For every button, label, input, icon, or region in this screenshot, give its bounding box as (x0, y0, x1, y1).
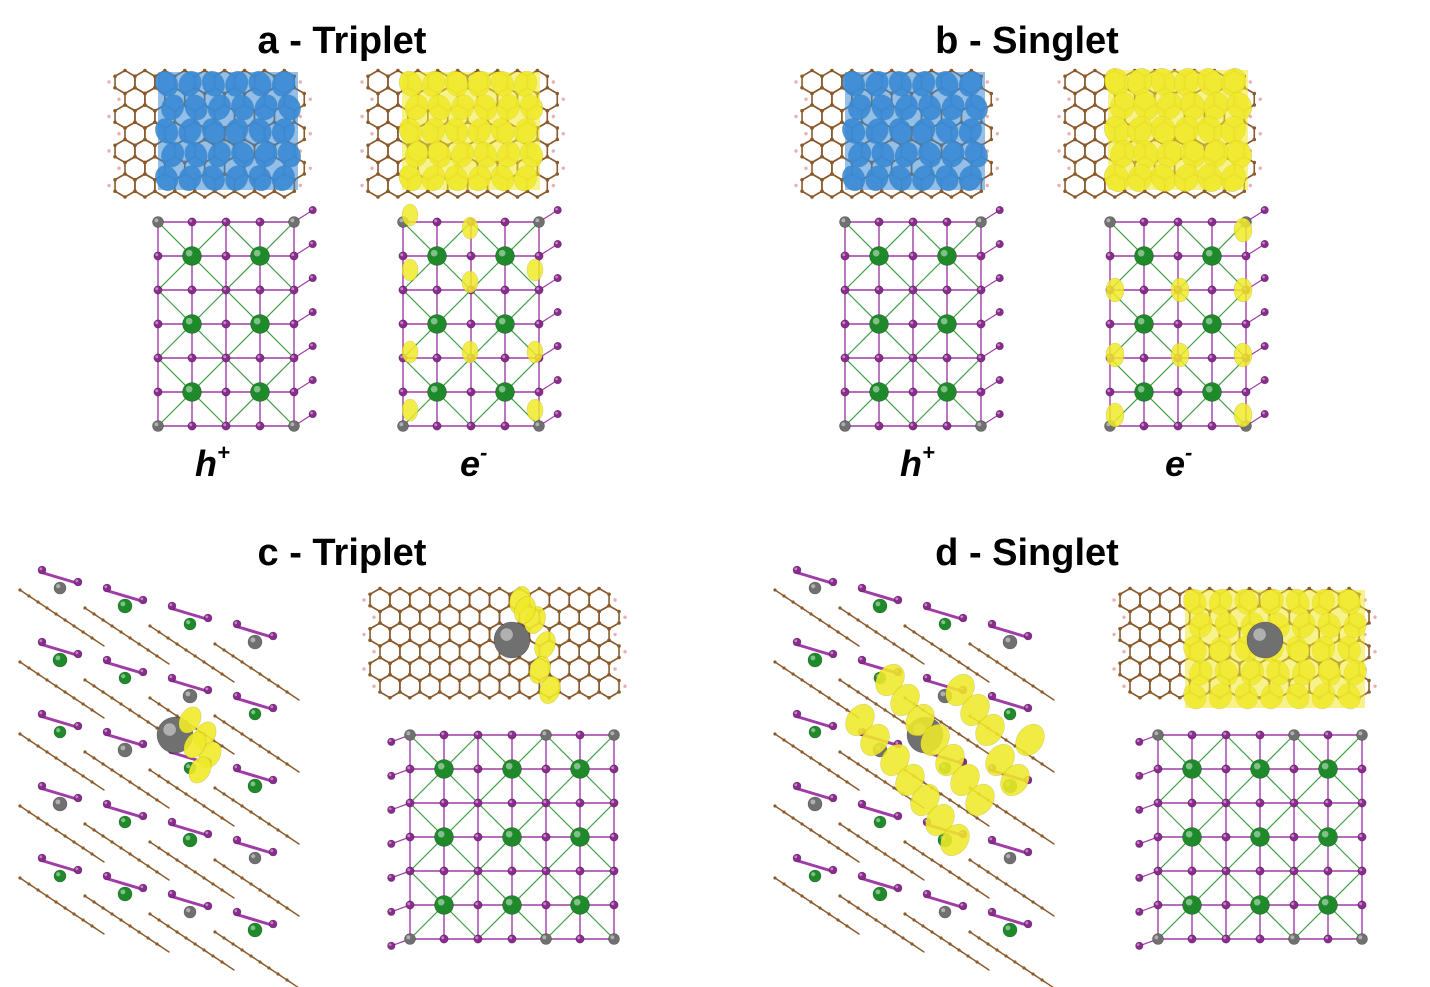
panel-a-electron-label: e- (460, 440, 488, 484)
panel-b-electron-label: e- (1165, 440, 1193, 484)
panel-b-electron-lattice-density (1105, 217, 1253, 428)
panel-a-hole-lattice-atoms (152, 206, 317, 432)
panel-b-electron-density (1103, 68, 1253, 192)
panel-a-title: a - Triplet (257, 20, 427, 62)
panel-a-electron-lattice-density (401, 203, 544, 422)
panel-d-lattice-atoms (1135, 729, 1368, 950)
panel-c-ribbon-bonds (369, 587, 620, 699)
panel-b-title: b - Singlet (935, 20, 1119, 62)
panel-d-ribbon-center (1246, 621, 1284, 659)
panel-d-3d-density (845, 663, 1045, 857)
panel-a-hole-label: h+ (195, 440, 230, 484)
panel-b-hole-lattice-atoms (839, 206, 1004, 432)
panel-c-3d-density (156, 706, 222, 784)
panel-d-title: d - Singlet (935, 532, 1119, 574)
panel-b-hole-lattice-bonds (844, 209, 1001, 427)
panel-c-lattice-atoms (387, 729, 620, 950)
panel-a-electron-lattice-bonds (402, 209, 559, 427)
panel-b-electron-lattice-bonds (1109, 209, 1266, 427)
panel-c-ribbon-density (493, 586, 561, 704)
panel-a-hole-density (154, 70, 302, 192)
panel-c-title: c - Triplet (257, 532, 427, 574)
panel-a-electron-lattice-atoms (397, 206, 562, 432)
panel-b-hole-label: h+ (900, 440, 935, 484)
panel-b-hole-density (841, 70, 989, 192)
panel-c-ribbon-atoms (362, 586, 627, 700)
panel-c-3d-structure-atoms (18, 565, 289, 982)
panel-a-hole-lattice-bonds (157, 209, 314, 427)
panel-a-electron-density (398, 70, 544, 192)
